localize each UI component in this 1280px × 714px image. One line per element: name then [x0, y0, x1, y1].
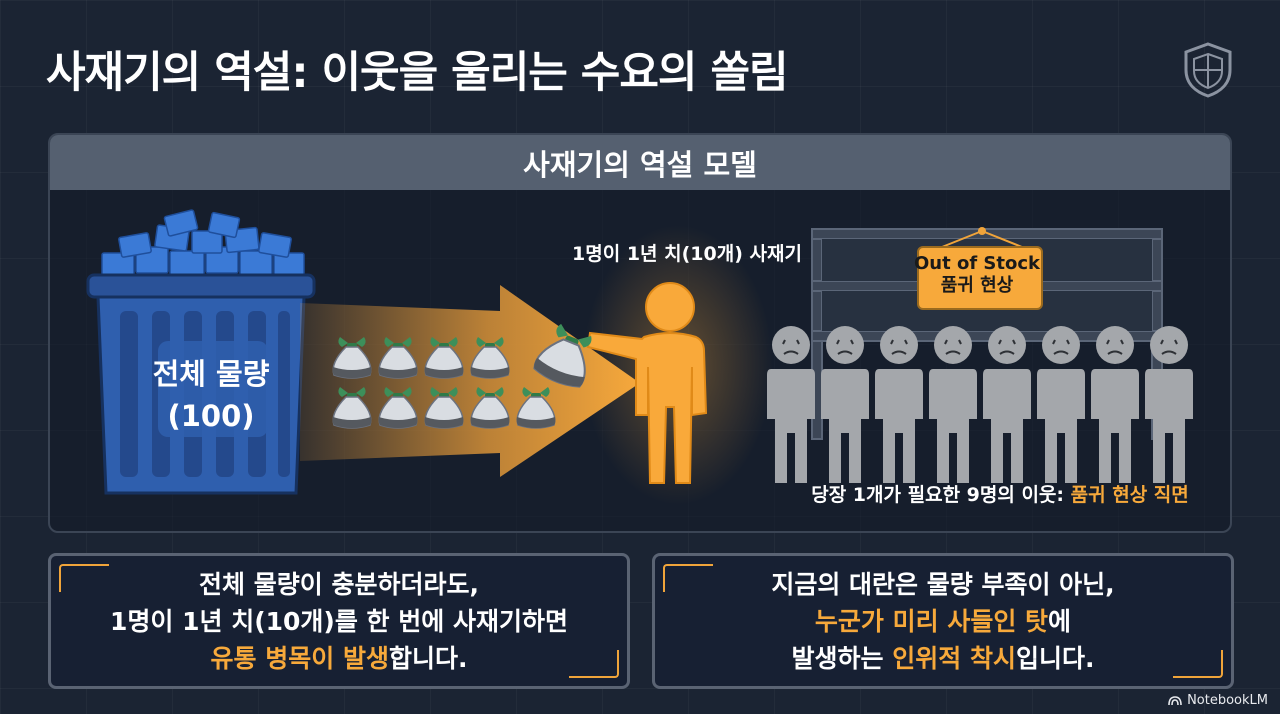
- explanation-box-left: 전체 물량이 충분하더라도, 1명이 1년 치(10개)를 한 번에 사재기하면…: [48, 553, 630, 689]
- flow-arrow: [300, 285, 640, 477]
- out-of-stock-sign: [917, 227, 1043, 310]
- model-header: 사재기의 역설 모델: [50, 135, 1230, 190]
- neighbors-group: [766, 325, 1194, 484]
- notebooklm-logo-icon: [1168, 695, 1182, 705]
- page-title: 사재기의 역설: 이웃을 울리는 수요의 쏠림: [46, 48, 789, 98]
- model-panel: 사재기의 역설 모델: [48, 133, 1232, 533]
- total-stock-label: 전체 물량 (100): [152, 357, 270, 433]
- hoarder-caption: 1명이 1년 치(10개) 사재기: [572, 243, 802, 265]
- hoarding-illustration: [86, 209, 1194, 505]
- brand-watermark: NotebookLM: [1168, 693, 1268, 708]
- stock-bin: [86, 273, 316, 495]
- sign-text: Out of Stock 품귀 현상: [913, 253, 1041, 296]
- explanation-box-right: 지금의 대란은 물량 부족이 아닌, 누군가 미리 사들인 탓에 발생하는 인위…: [652, 553, 1234, 689]
- neighbors-caption: 당장 1개가 필요한 9명의 이웃: 품귀 현상 직면: [811, 484, 1189, 506]
- stock-blocks: [101, 209, 305, 278]
- hoarder-figure: [530, 225, 773, 505]
- shield-icon: [1184, 42, 1232, 98]
